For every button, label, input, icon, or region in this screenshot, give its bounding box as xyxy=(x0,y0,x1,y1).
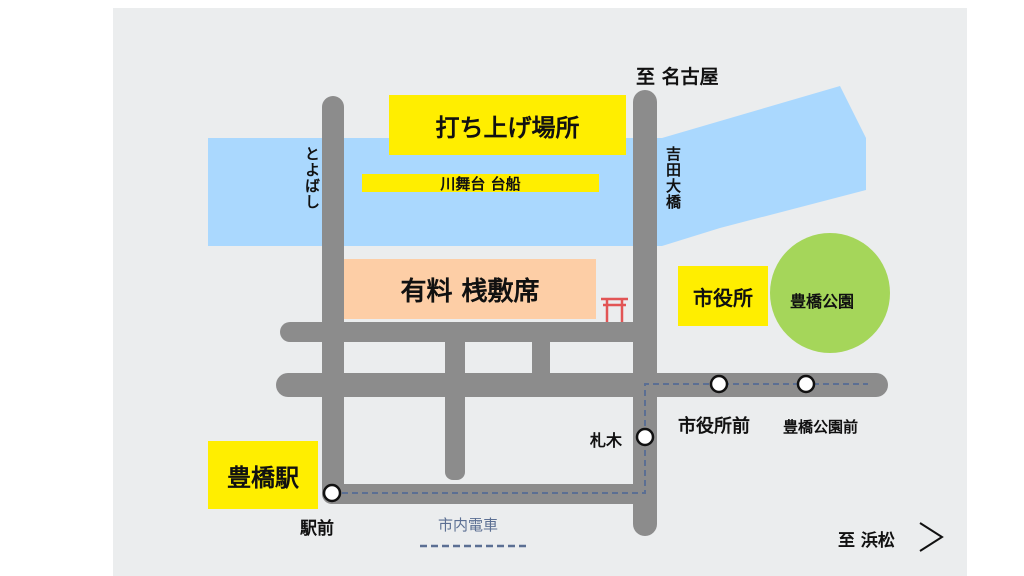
stop-koenmae-circle xyxy=(796,374,816,394)
road-connector-mid xyxy=(532,330,550,380)
stop-ekimae-label: 駅前 xyxy=(300,519,334,539)
paid-seating-label: 有料 桟敷席 xyxy=(400,276,540,307)
city-hall-box: 市役所 xyxy=(678,266,768,326)
tram-route xyxy=(332,383,868,494)
city-hall-label: 市役所 xyxy=(693,285,753,310)
road-connector-left xyxy=(445,330,465,390)
road-main-horizontal xyxy=(276,373,888,397)
road-yoshida-ohashi xyxy=(633,90,657,536)
stop-fudaki-circle xyxy=(635,427,655,447)
chevron-right-icon xyxy=(919,522,944,552)
road-bottom-horizontal xyxy=(322,484,657,504)
toyohashi-station-box: 豊橋駅 xyxy=(208,441,318,509)
yoshida-ohashi-label: 吉田大橋 xyxy=(664,146,682,210)
stop-fudaki-label: 札木 xyxy=(590,431,623,450)
tram-line-label: 市内電車 xyxy=(438,516,499,534)
road-lower-vertical xyxy=(445,380,465,480)
stop-koenmae-label: 豊橋公園前 xyxy=(783,418,859,436)
stage-boat-label: 川舞台 台船 xyxy=(440,174,521,193)
stop-ekimae-circle xyxy=(322,483,342,503)
river xyxy=(208,86,866,246)
launch-site-label: 打ち上げ場所 xyxy=(435,113,580,142)
stop-shiyakushomae-label: 市役所前 xyxy=(678,416,750,437)
road-toyobashi xyxy=(322,96,344,504)
to-nagoya-label: 至 名古屋 xyxy=(636,66,719,88)
stop-shiyakushomae-circle xyxy=(709,374,729,394)
toyohashi-park-circle xyxy=(770,233,890,353)
toyohashi-station-label: 豊橋駅 xyxy=(227,463,299,492)
paid-seating-box: 有料 桟敷席 xyxy=(344,259,596,319)
to-hamamatsu-label: 至 浜松 xyxy=(838,531,895,551)
toyobashi-label: とよばし xyxy=(303,146,321,210)
torii-icon xyxy=(601,297,628,322)
toyohashi-park-label: 豊橋公園 xyxy=(790,292,855,311)
roads xyxy=(276,90,888,536)
stage-boat-box: 川舞台 台船 xyxy=(362,174,599,193)
launch-site-box: 打ち上げ場所 xyxy=(389,95,626,155)
road-upper-horizontal xyxy=(280,322,657,342)
